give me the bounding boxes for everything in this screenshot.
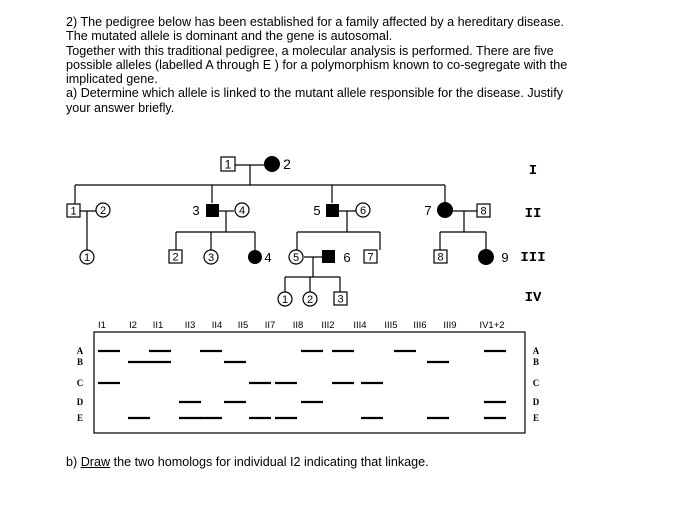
allele-label: A: [77, 346, 84, 356]
id-label: 3: [337, 294, 343, 306]
generation-label: III: [520, 250, 545, 266]
gel-lane-label: I2: [129, 320, 137, 331]
generation-labels: I II III IV: [520, 163, 545, 306]
gel-lane-labels: I1 I2 II1 II3 II4 II5 II7 II8 III2 III4 III5 III6 II…: [98, 320, 505, 331]
individual-II5: [326, 204, 339, 217]
gel-lane-label: IV1+2: [479, 320, 504, 331]
allele-labels-right: AB CDE: [533, 346, 540, 423]
individual-III6: [322, 250, 335, 263]
id-label: 9: [501, 250, 508, 265]
allele-label: D: [533, 397, 540, 407]
individual-I1: [220, 156, 236, 172]
question-line: a) Determine which allele is linked to t…: [66, 86, 564, 101]
individual-II2: [95, 202, 111, 218]
individual-III3: [203, 249, 219, 265]
part-b-rest: the two homologs for individual I2 indic…: [110, 455, 429, 469]
gel-lane-label: III6: [413, 320, 426, 331]
allele-label: D: [77, 397, 84, 407]
gel-lane-label: III4: [353, 320, 366, 331]
individual-II6: [355, 202, 371, 218]
part-b-underlined: Draw: [80, 455, 111, 469]
pedigree-gen-III: 1 2 3 4 5 6 7 8 9: [79, 249, 509, 265]
id-label: 2: [100, 205, 106, 217]
allele-label: E: [533, 413, 539, 423]
gel-lane-label: II1: [153, 320, 164, 331]
gel-frame: [93, 331, 526, 434]
individual-IV3: [333, 291, 348, 306]
id-label: 4: [264, 250, 271, 265]
generation-label: IV: [525, 290, 542, 306]
gel-lane-label: II7: [265, 320, 276, 331]
id-label: 8: [437, 252, 443, 264]
id-label: 1: [225, 158, 232, 172]
allele-label: E: [77, 413, 83, 423]
question-line: 2) The pedigree below has been establish…: [66, 15, 564, 29]
individual-III2: [168, 249, 183, 264]
gel-lane-label: I1: [98, 320, 106, 331]
pedigree-gen-I: 1 2: [220, 156, 291, 172]
gel-lane-label: II5: [238, 320, 249, 331]
gel-lane-label: II4: [212, 320, 223, 331]
individual-IV2: [302, 291, 318, 307]
id-label: 3: [208, 252, 214, 264]
individual-II1: [66, 203, 81, 218]
id-label: 7: [424, 203, 431, 218]
gel-lane-label: III9: [443, 320, 456, 331]
id-label: 4: [239, 205, 245, 217]
id-label: 5: [293, 252, 299, 264]
question-line: Together with this traditional pedigree,…: [66, 43, 554, 58]
individual-I2: [264, 156, 280, 172]
pedigree-lines: [74, 164, 487, 292]
id-label: 1: [282, 294, 288, 306]
id-label: 2: [283, 156, 291, 172]
individual-II4: [234, 202, 250, 218]
id-label: 3: [192, 203, 199, 218]
gel-lane-label: II8: [293, 320, 304, 331]
gel-panel: I1 I2 II1 II3 II4 II5 II7 II8 III2 III4 III5 III6 II…: [77, 320, 540, 434]
id-label: 7: [367, 252, 373, 264]
individual-II7: [437, 202, 453, 218]
part-b-prefix: b): [66, 455, 81, 469]
allele-labels-left: AB CDE: [77, 346, 84, 423]
allele-label: B: [533, 357, 539, 367]
gel-bands: [98, 349, 506, 420]
question-line: implicated gene.: [66, 72, 158, 87]
allele-label: A: [533, 346, 540, 356]
id-label: 6: [343, 250, 350, 265]
generation-label: I: [529, 163, 537, 179]
question-text: 2) The pedigree below has been establish…: [66, 15, 666, 115]
id-label: 2: [172, 252, 178, 264]
question-line: possible alleles (labelled A through E )…: [66, 57, 568, 72]
pedigree-gen-IV: 1 2 3: [277, 291, 348, 307]
gel-lane-label: III2: [321, 320, 334, 331]
individual-IV1: [277, 291, 293, 307]
id-label: 1: [84, 252, 90, 264]
id-label: 8: [480, 206, 486, 218]
id-label: 2: [307, 294, 313, 306]
individual-II3: [206, 204, 219, 217]
question-part-b: b) Draw the two homologs for individual …: [66, 455, 429, 469]
gel-lane-label: II3: [185, 320, 196, 331]
allele-label: B: [77, 357, 83, 367]
individual-III1: [79, 249, 95, 265]
id-label: 6: [360, 205, 366, 217]
individual-III7: [363, 249, 378, 264]
allele-label: C: [77, 378, 84, 388]
individual-III8: [433, 249, 448, 264]
generation-label: II: [525, 206, 542, 222]
question-line: your answer briefly.: [66, 100, 175, 115]
id-label: 5: [313, 203, 320, 218]
individual-II8: [476, 203, 491, 218]
individual-III5: [288, 249, 304, 265]
gel-lane-label: III5: [384, 320, 397, 331]
pedigree-gen-II: 1 2 3 4 5 6 7 8: [66, 202, 491, 218]
id-label: 1: [70, 206, 76, 218]
individual-III9: [478, 249, 494, 265]
allele-label: C: [533, 378, 540, 388]
question-line: The mutated allele is dominant and the g…: [66, 29, 393, 44]
individual-III4: [248, 250, 262, 264]
